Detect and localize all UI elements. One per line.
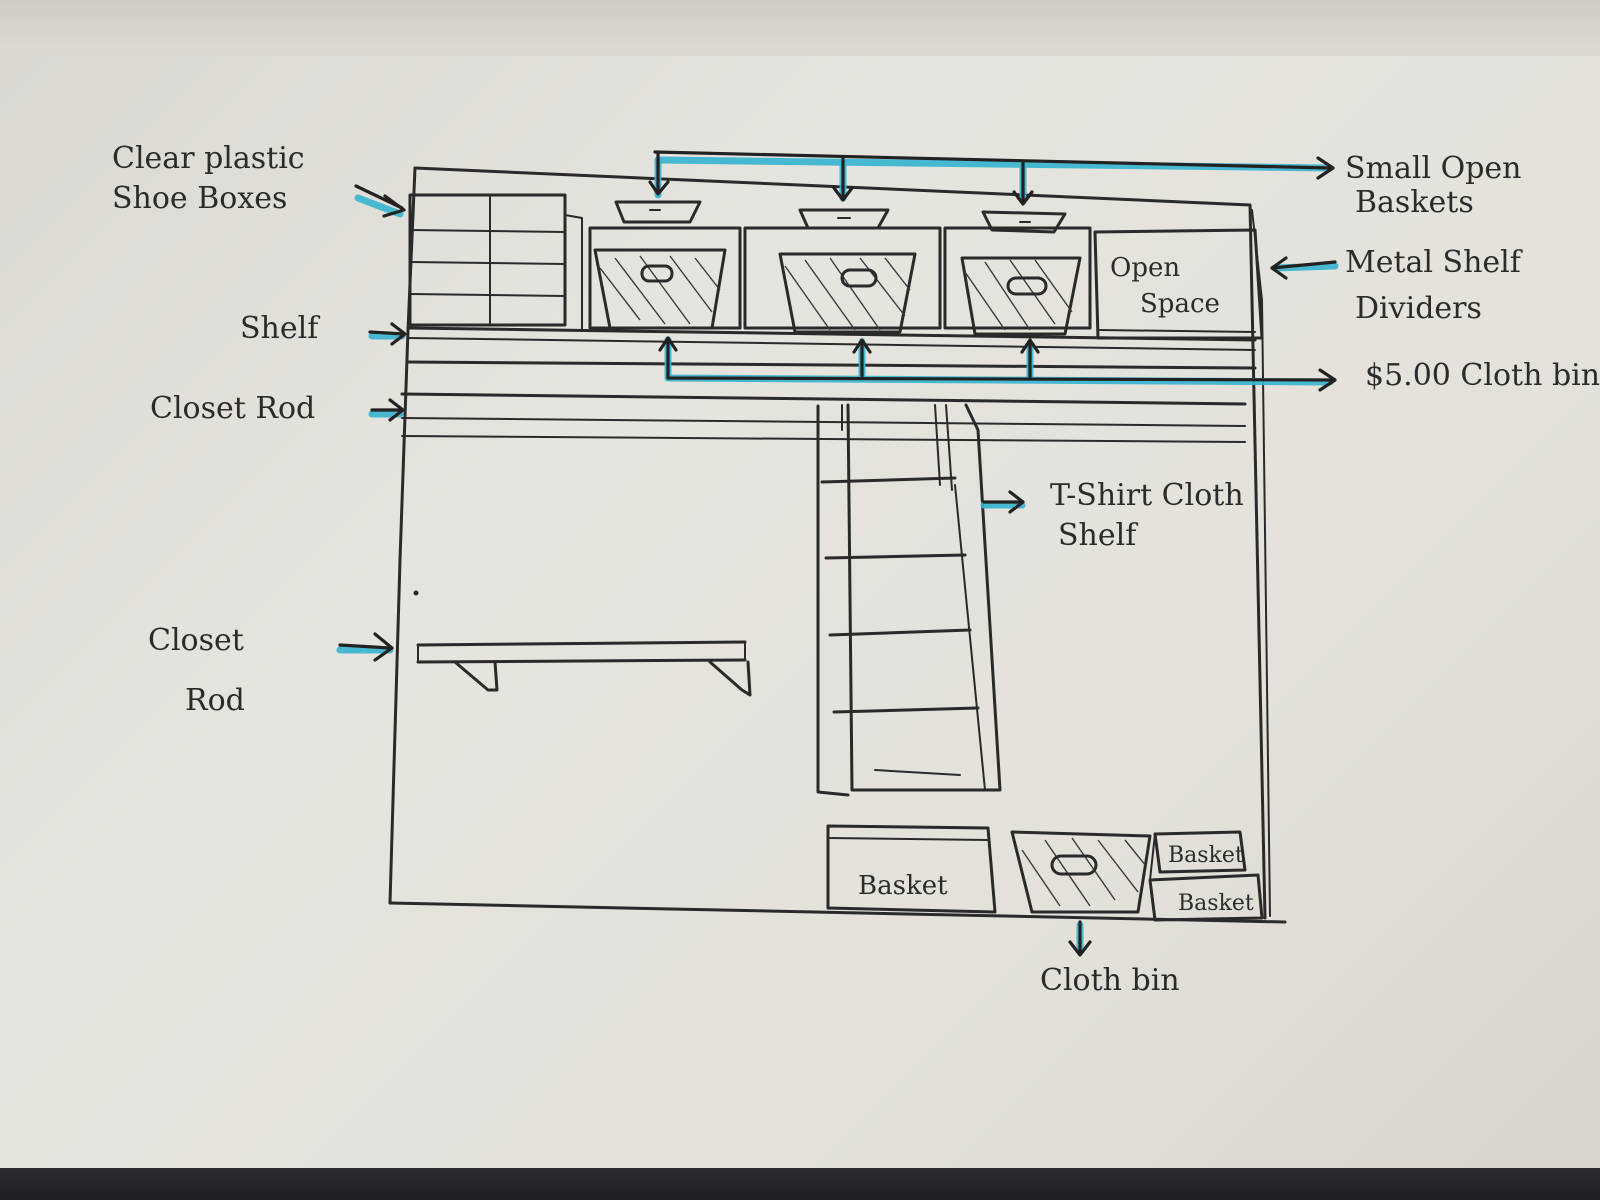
top-shelf xyxy=(406,326,1257,370)
floor-cloth-bin xyxy=(1010,830,1152,914)
open-space-label-line1: Open xyxy=(1110,253,1180,283)
open-space-label-line2: Space xyxy=(1140,289,1220,319)
tshirt-shelf-label-line2: Shelf xyxy=(1058,518,1138,553)
upper-closet-rod-label: Closet Rod xyxy=(150,391,315,426)
cloth-bin-bottom-label: Cloth bin xyxy=(1040,963,1180,998)
cloth-bins-arrow xyxy=(658,336,1337,392)
tshirt-arrow xyxy=(980,490,1026,514)
floor-basket-large: Basket xyxy=(826,824,997,914)
upper-rod-arrow xyxy=(368,398,405,422)
small-baskets-arrow xyxy=(648,150,1335,206)
metal-dividers-arrow xyxy=(1270,256,1339,280)
small-basket-3 xyxy=(981,210,1067,234)
basket-large-label: Basket xyxy=(858,871,948,901)
shelf-label: Shelf xyxy=(240,311,320,346)
metal-dividers-label-line2: Dividers xyxy=(1355,291,1482,326)
upper-closet-rod xyxy=(400,392,1247,443)
pen-dot xyxy=(413,590,419,596)
shoe-boxes-arrow xyxy=(354,184,406,218)
basket-small-top-label: Basket xyxy=(1168,843,1244,868)
lower-rod-arrow xyxy=(336,632,394,662)
metal-dividers-label-line1: Metal Shelf xyxy=(1345,245,1523,280)
clear-plastic-label-line2: Shoe Boxes xyxy=(112,181,287,216)
table-surface xyxy=(0,1168,1600,1200)
cloth-bin-2 xyxy=(743,226,942,334)
basket-small-bottom-label: Basket xyxy=(1178,891,1254,916)
lower-closet-rod xyxy=(416,640,752,697)
floor-basket-small-top: Basket xyxy=(1149,830,1247,881)
tshirt-shelf-label-line1: T-Shirt Cloth xyxy=(1050,478,1244,513)
cloth-bin-1 xyxy=(588,226,742,330)
cloth-bin-price-label: $5.00 Cloth bin xyxy=(1365,358,1600,393)
lower-closet-rod-label-line2: Rod xyxy=(185,683,245,718)
lower-closet-rod-label-line1: Closet xyxy=(148,623,244,658)
bottom-cloth-bin-arrow xyxy=(1068,920,1092,957)
shelf-arrow xyxy=(368,322,407,346)
open-space-box: Open Space xyxy=(1093,228,1264,340)
cloth-bin-3 xyxy=(943,226,1092,336)
small-basket-2 xyxy=(798,208,890,230)
tshirt-cloth-shelf xyxy=(816,403,1002,797)
paper-top-edge xyxy=(0,0,1600,56)
small-baskets-label-line2: Baskets xyxy=(1355,185,1474,220)
small-baskets-label-line1: Small Open xyxy=(1345,151,1521,186)
floor-basket-small-bottom: Basket xyxy=(1148,873,1264,922)
shoe-boxes xyxy=(408,193,583,331)
small-basket-1 xyxy=(614,200,702,224)
clear-plastic-label-line1: Clear plastic xyxy=(112,141,305,176)
